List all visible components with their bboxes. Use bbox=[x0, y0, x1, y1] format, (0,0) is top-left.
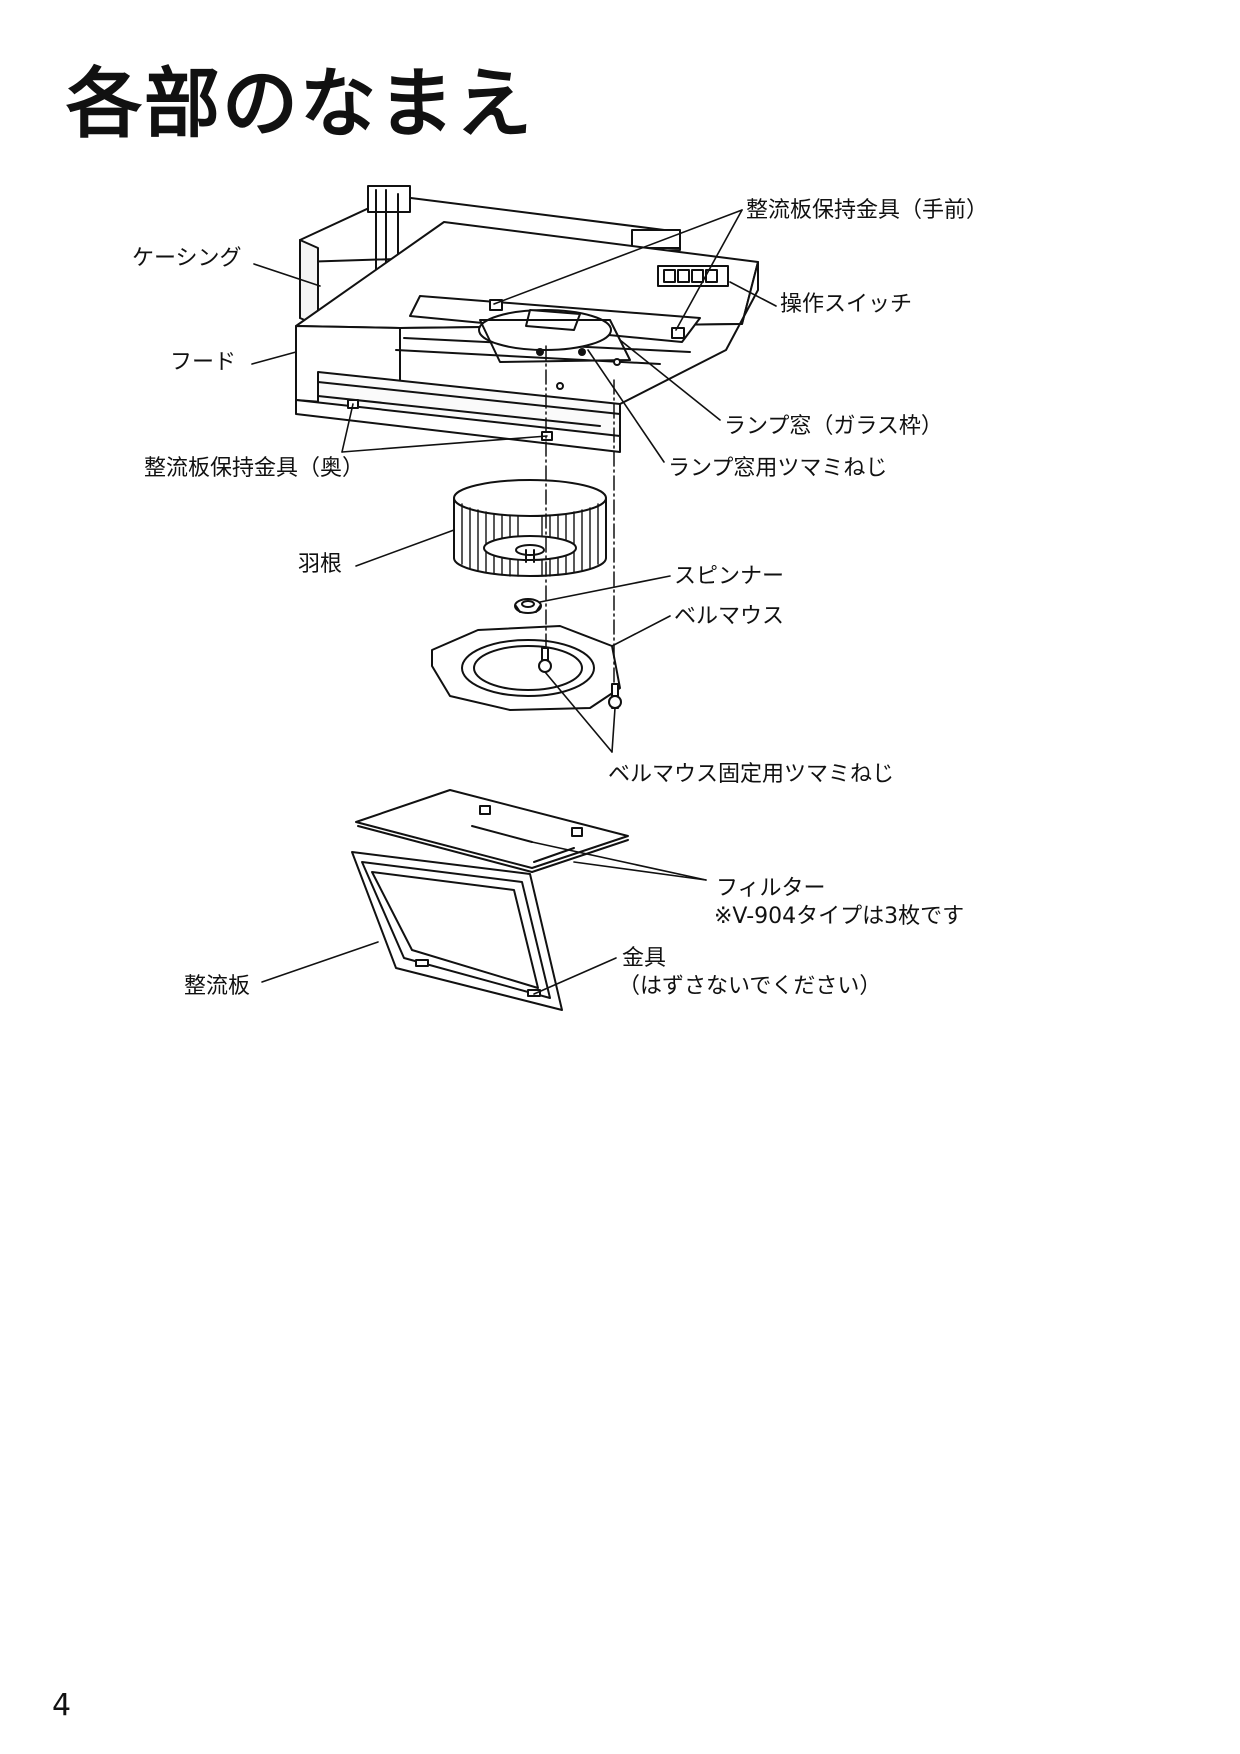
label-filter: フィルター bbox=[716, 876, 826, 901]
label-lamp-window-screw: ランプ窓用ツマミねじ bbox=[668, 456, 888, 481]
fan-blade-drawing bbox=[453, 479, 607, 577]
bellmouth-drawing bbox=[431, 625, 622, 711]
label-hood: フード bbox=[170, 350, 237, 375]
label-casing: ケーシング bbox=[132, 246, 242, 271]
label-bellmouth-screw: ベルマウス固定用ツマミねじ bbox=[608, 762, 895, 787]
spinner-drawing bbox=[514, 598, 542, 614]
page-number: 4 bbox=[52, 1688, 72, 1723]
label-filter-note: ※V-904タイプは3枚です bbox=[714, 904, 965, 929]
label-fitting: 金具 bbox=[622, 946, 667, 971]
range-hood-body bbox=[295, 185, 759, 453]
page-title: 各部のなまえ bbox=[66, 59, 534, 148]
label-operation-switch: 操作スイッチ bbox=[780, 292, 913, 317]
straightener-plate-drawing bbox=[351, 851, 563, 1011]
label-bellmouth: ベルマウス bbox=[674, 604, 785, 629]
label-bracket-front: 整流板保持金具（手前） bbox=[746, 198, 989, 223]
label-fitting-note: （はずさないでください） bbox=[618, 974, 882, 999]
label-straightener-plate: 整流板 bbox=[184, 974, 251, 999]
label-spinner: スピンナー bbox=[674, 564, 785, 589]
label-bracket-back: 整流板保持金具（奥） bbox=[144, 456, 365, 481]
label-fan-blade: 羽根 bbox=[298, 552, 343, 577]
alignment-lines bbox=[545, 345, 615, 687]
leader-lines bbox=[251, 209, 777, 995]
label-lamp-window: ランプ窓（ガラス枠） bbox=[724, 414, 943, 439]
